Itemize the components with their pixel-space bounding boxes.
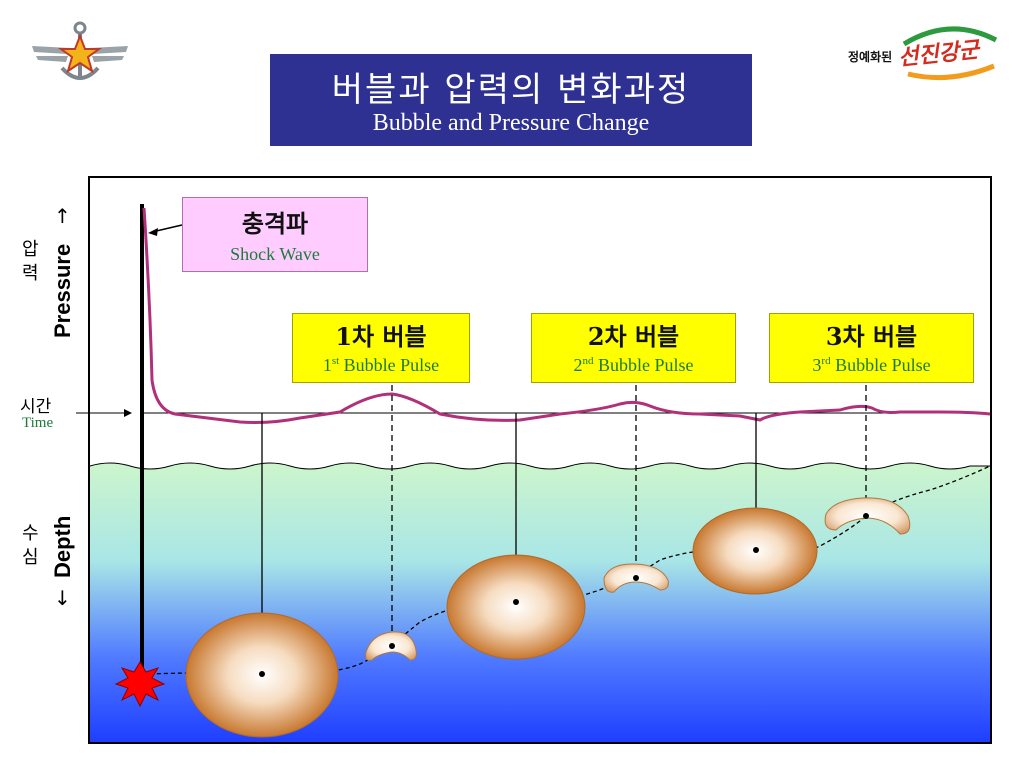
bubble-trajectory xyxy=(149,465,991,675)
shock-pointer-head-icon xyxy=(148,228,158,236)
bubble2-label-korean: 2차 버블 xyxy=(587,322,680,351)
pressure-up-arrow-icon: ↑ xyxy=(54,204,71,228)
bubble-center-dot-3 xyxy=(753,547,759,553)
bubble2-label-english: 2nd Bubble Pulse xyxy=(573,355,694,375)
slogan-prefix: 정예화된 xyxy=(848,50,893,64)
bubble2-callout: 2차 버블 2nd Bubble Pulse xyxy=(531,313,736,383)
depth-down-arrow-icon: ↓ xyxy=(54,586,71,610)
bubble3-label-korean: 3차 버블 xyxy=(825,322,918,351)
shock-wave-label-english: Shock Wave xyxy=(230,244,320,264)
pulse-center-dot-2 xyxy=(633,575,639,581)
slogan-swoosh-icon xyxy=(902,26,998,81)
star-icon xyxy=(57,33,103,74)
explosion-icon xyxy=(114,661,166,708)
time-label-korean: 시간 xyxy=(20,397,52,417)
title-korean: 버블과 압력의 변화과정 xyxy=(331,70,691,110)
title-english: Bubble and Pressure Change xyxy=(372,110,650,136)
water-surface-line xyxy=(89,462,990,470)
bubble1-label-english: 1st Bubble Pulse xyxy=(322,355,440,375)
bubble3-label-english: 3rd Bubble Pulse xyxy=(812,355,931,375)
pulse-center-dot-1 xyxy=(389,643,395,649)
bubble3-callout: 3차 버블 3rd Bubble Pulse xyxy=(769,313,974,383)
pulse-center-dot-3 xyxy=(863,513,869,519)
diagram-frame xyxy=(88,176,992,744)
bubble1-callout: 1차 버블 1st Bubble Pulse xyxy=(292,313,470,383)
bubble-center-dot-1 xyxy=(259,671,265,677)
title-banner: 버블과 압력의 변화과정 Bubble and Pressure Change xyxy=(270,54,752,146)
shock-wave-label-korean: 충격파 xyxy=(241,209,309,238)
bubble-center-dot-2 xyxy=(513,599,519,605)
depth-label-korean: 수 심 xyxy=(22,523,39,568)
bubble1-label-korean: 1차 버블 xyxy=(335,322,427,351)
pressure-curve xyxy=(142,207,991,424)
pressure-label-korean: 압 력 xyxy=(22,239,39,284)
bubble-max-2 xyxy=(446,554,586,660)
time-arrow-head-icon xyxy=(124,409,132,417)
military-emblem-logo xyxy=(32,21,128,80)
time-label-english: Time xyxy=(22,415,54,431)
shock-wave-callout: 충격파 Shock Wave xyxy=(182,197,368,272)
